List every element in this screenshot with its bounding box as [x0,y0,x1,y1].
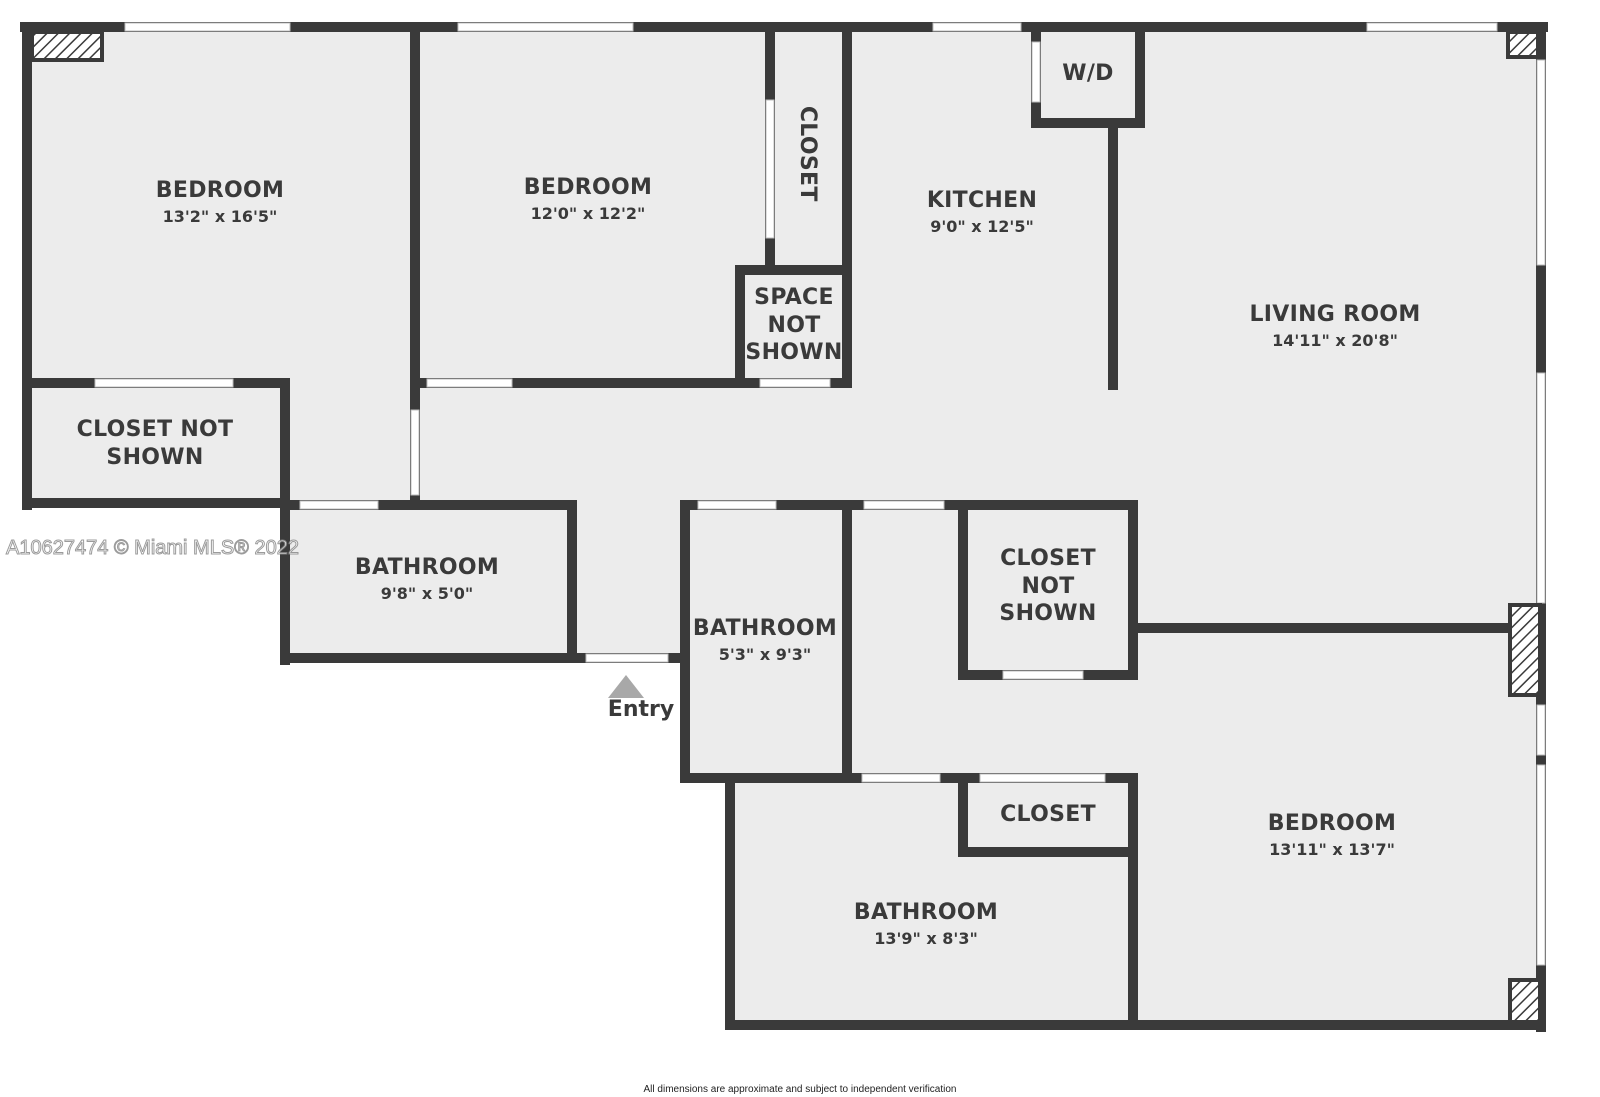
room-name: CLOSET [794,105,820,202]
walls [20,22,1548,1032]
columns [30,30,1542,1024]
label-line: SHOWN [745,340,843,365]
room-name: KITCHEN [926,188,1038,213]
room-dimensions: 5'3" x 9'3" [718,644,812,664]
label-line: SHOWN [106,444,204,470]
closet-bottom-label: CLOSET [968,801,1128,829]
room-dimensions: 9'8" x 5'0" [380,583,474,603]
floor-fill [25,25,1545,1030]
bedroom-1-label: BEDROOM 13'2" x 16'5" [120,177,320,227]
closet-top-label: CLOSET [793,99,821,209]
bathroom-3-label: BATHROOM 13'9" x 8'3" [826,899,1026,949]
room-name: BEDROOM [523,175,653,200]
room-name: BATHROOM [354,555,500,580]
room-dimensions: 14'11" x 20'8" [1272,330,1398,350]
room-dimensions: 12'0" x 12'2" [530,203,646,223]
room-dimensions: 9'0" x 12'5" [930,216,1034,236]
room-name: CLOSET [1000,802,1096,827]
dimensions-disclaimer: All dimensions are approximate and subje… [643,1084,957,1095]
room-name: LIVING ROOM [1249,302,1421,327]
bathroom-1-label: BATHROOM 9'8" x 5'0" [327,554,527,604]
bathroom-2-label: BATHROOM 5'3" x 9'3" [690,615,840,665]
wd-label: W/D [1040,60,1136,88]
closet-left-label: CLOSET NOT SHOWN [55,416,255,471]
windows [124,22,1546,966]
room-name: BATHROOM [853,900,999,925]
room-dimensions: 13'11" x 13'7" [1269,839,1395,859]
entry-arrow-icon [608,675,644,698]
label-line: NOT [767,312,821,338]
room-dimensions: 13'9" x 8'3" [874,928,978,948]
closet-mid-label: CLOSET NOT SHOWN [968,545,1128,628]
room-name: BEDROOM [1267,811,1397,836]
space-not-shown-label: SPACE NOT SHOWN [744,284,844,367]
label-line: CLOSET NOT [76,417,234,442]
bedroom-2-label: BEDROOM 12'0" x 12'2" [488,174,688,224]
watermark: A10627474 © Miami MLS® 2022 [6,537,300,560]
label-line: SPACE [754,285,834,310]
room-name: BATHROOM [692,616,838,641]
room-dimensions: 13'2" x 16'5" [162,206,278,226]
label-line: NOT [1021,573,1075,599]
room-name: BEDROOM [155,178,285,203]
entry-label: Entry [607,697,675,722]
label-line: CLOSET [1000,546,1096,571]
living-room-label: LIVING ROOM 14'11" x 20'8" [1215,301,1455,351]
room-name: W/D [1062,61,1114,86]
label-line: SHOWN [999,601,1097,626]
doorways [94,41,1106,783]
kitchen-label: KITCHEN 9'0" x 12'5" [882,187,1082,237]
bedroom-3-label: BEDROOM 13'11" x 13'7" [1232,810,1432,860]
